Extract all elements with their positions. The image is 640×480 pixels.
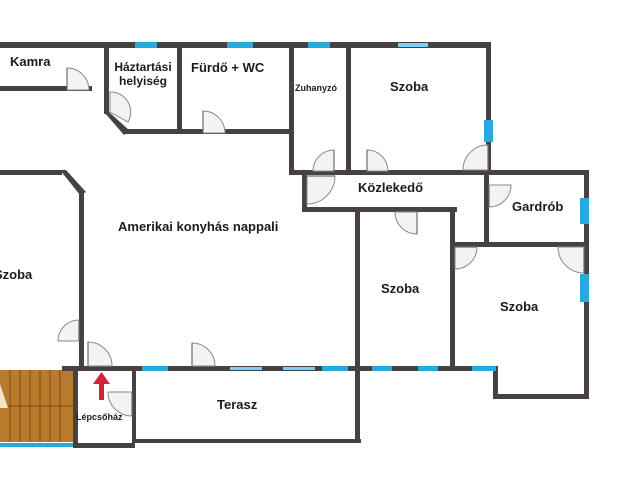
entrance-arrow-icon — [93, 372, 110, 400]
room-label-furdo-wc: Fürdő + WC — [191, 60, 265, 75]
room-label-kamra: Kamra — [10, 54, 51, 69]
walls — [0, 42, 589, 448]
room-label-szoba-top: Szoba — [390, 79, 429, 94]
room-label-szoba-right: Szoba — [500, 299, 539, 314]
windows — [0, 42, 589, 447]
staircase — [0, 370, 75, 442]
room-label-kozlekedo: Közlekedő — [358, 180, 424, 195]
room-label-haztartasi-line2: helyiség — [118, 73, 168, 88]
room-label-szoba-mid: Szoba — [381, 281, 420, 296]
room-label-zuhanyzo: Zuhanyzó — [295, 83, 337, 93]
doors — [57, 67, 585, 417]
room-label-szoba-left: Szoba — [0, 267, 33, 282]
room-label-terasz: Terasz — [217, 397, 258, 412]
room-label-gardrob: Gardrób — [512, 199, 564, 214]
room-label-haztartasi-helyiseg: Háztartási helyiség — [111, 60, 175, 89]
room-label-lepcsohaz: Lépcsőház — [76, 412, 123, 422]
room-label-nappali: Amerikai konyhás nappali — [118, 219, 279, 234]
room-label-haztartasi-line1: Háztartási — [114, 60, 172, 74]
